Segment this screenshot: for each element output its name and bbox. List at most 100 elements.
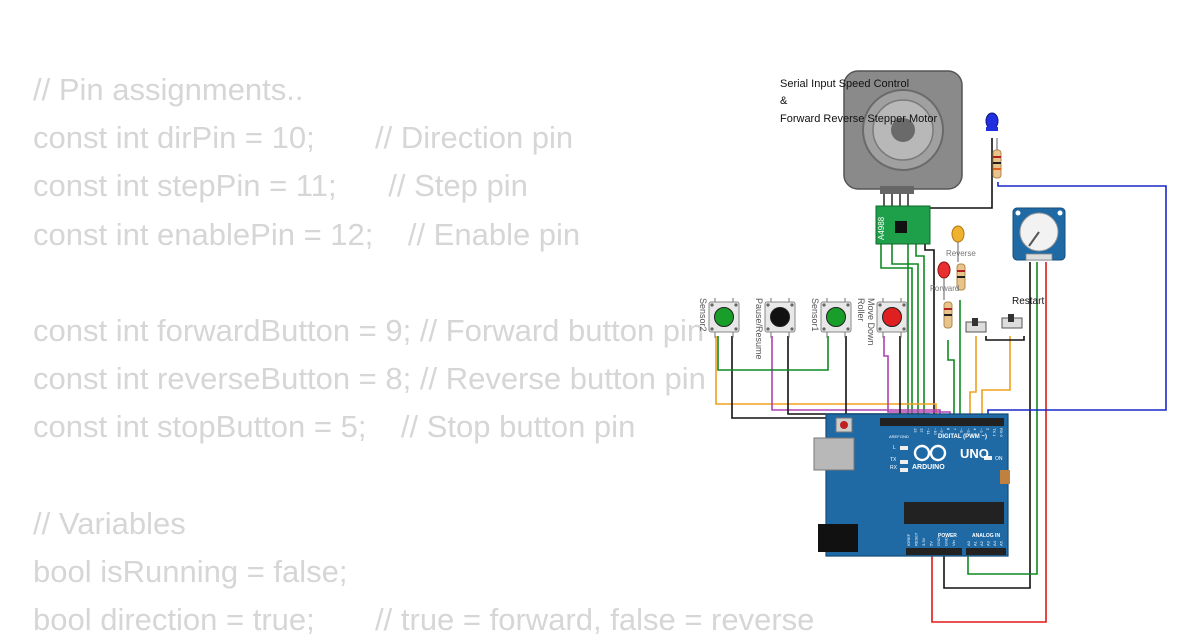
analog-label: ANALOG IN [972,533,1000,539]
circuit-diagram: Serial Input Speed Control & Forward Rev… [698,70,1167,623]
a4988-driver[interactable]: A4988 [875,205,931,245]
wire-switch-1[interactable] [969,336,977,420]
power-pin-label: GND [936,537,941,546]
blue-led[interactable] [985,112,999,131]
push-button[interactable]: Pause/Resume [754,298,796,360]
power-header [906,548,962,555]
analog-pin-label: A1 [973,540,978,546]
push-button-label: Sensor2 [698,298,708,332]
restart-switch-label: Restart [1012,296,1044,307]
code-line: bool isRunning = false; [33,553,348,589]
code-line: const int stopButton = 5; // Stop button… [33,409,636,445]
aref-label: AREF [889,434,900,439]
digital-pin-label: ~5 [966,428,971,433]
tx-label: TX [890,457,897,463]
wire-switch-gnd[interactable] [985,336,1025,341]
diagram-title-line3: Forward Reverse Stepper Motor [780,113,937,125]
wire-sensor2-black[interactable] [731,336,840,419]
digital-pin-label: 7 [953,428,958,431]
arduino-logo [913,444,947,462]
arduino-uno[interactable]: UNO ARDUINO DIGITAL (PWM ~) POWER ANALOG… [813,413,1010,557]
push-button-label: Roller [856,298,866,322]
code-line: const int stepPin = 11; // Step pin [33,168,528,204]
digital-pin-label: TX 1 [992,428,997,437]
push-buttons: Sensor2 Pause/Resume Sensor1 Move DownRolle… [698,298,908,360]
stepper-motor[interactable] [843,70,963,194]
digital-pin-label: 4 [972,428,977,431]
restart-switch[interactable] [965,314,1023,333]
code-line: // Variables [33,505,186,541]
digital-pin-label: 13 [913,428,918,433]
wire-driver-green-1[interactable] [880,242,913,420]
arduino-model-label: UNO [960,446,989,461]
wire-led-forward[interactable] [947,340,955,420]
wires [715,138,1167,623]
wire-pot-black[interactable] [943,262,1031,589]
wire-switch-2[interactable] [981,336,1011,420]
push-button-label: Move Down [866,298,876,346]
push-button-label: Pause/Resume [754,298,764,360]
forward-led-label: Forward [930,284,959,293]
analog-pin-label: A4 [992,540,997,546]
wire-driver-green-4[interactable] [915,242,925,420]
reverse-led-label: Reverse [946,249,976,258]
digital-pin-label: ~11 [926,428,931,435]
digital-pin-label: ~3 [979,428,984,433]
forward-led-resistor [943,301,953,329]
power-pin-label: 3.3V [921,537,926,546]
on-label: ON [995,456,1003,462]
power-pin-label: GND [944,537,949,546]
potentiometer[interactable] [1012,207,1066,261]
wire-led-blue[interactable] [987,182,1167,420]
reverse-led-resistor [956,263,966,291]
push-button[interactable]: Sensor2 [698,298,740,338]
arduino-brand-label: ARDUINO [912,464,945,471]
digital-label: DIGITAL (PWM ~) [938,434,987,440]
wire-led-gnd[interactable] [930,138,993,209]
gnd-label: GND [900,434,909,439]
wire-pot-red[interactable] [931,262,1047,623]
dc-jack [818,524,858,552]
analog-pin-label: A0 [966,540,971,546]
driver-label: A4988 [877,216,886,240]
digital-pin-label: RX 0 [999,428,1004,438]
analog-header [966,548,1006,555]
analog-pin-label: A5 [999,540,1004,546]
analog-pin-label: A2 [979,540,984,546]
code-line: const int reverseButton = 8; // Reverse … [33,361,706,397]
push-button[interactable]: Sensor1 [810,298,852,338]
code-line: const int forwardButton = 9; // Forward … [33,312,705,348]
power-pin-label: RESET [914,532,919,546]
push-button-label: Sensor1 [810,298,820,332]
power-pin-label: Vin [951,540,956,546]
wire-sensor2-orange[interactable] [715,336,937,420]
diagram-title-line2: & [780,95,788,107]
digital-pin-label: ~9 [939,428,944,433]
digital-pin-label: 12 [920,428,925,433]
forward-led[interactable] [937,261,951,300]
digital-pin-label: ~6 [959,428,964,433]
power-pin-label: IOREF [906,533,911,546]
rx-label: RX [890,465,898,471]
code-line: const int enablePin = 12; // Enable pin [33,216,581,252]
reverse-led[interactable] [951,225,965,262]
power-pin-label: 5V [929,541,934,546]
wire-pot-green[interactable] [967,262,1038,575]
wire-driver-green-2[interactable] [891,242,919,420]
wire-sensor1-green[interactable] [717,336,829,371]
wire-movedown-purple[interactable] [883,336,951,420]
atmega-chip [904,502,1004,524]
blue-led-resistor [992,138,1002,179]
code-line: // Pin assignments.. [33,72,304,107]
wire-driver-gnd[interactable] [924,242,935,418]
digital-pin-label: 8 [946,428,951,431]
wire-pause-purple[interactable] [771,336,941,420]
digital-pin-label: 2 [986,428,991,431]
digital-pin-label: ~10 [933,428,938,436]
analog-pin-label: A3 [986,540,991,546]
code-line: const int dirPin = 10; // Direction pin [33,120,574,156]
